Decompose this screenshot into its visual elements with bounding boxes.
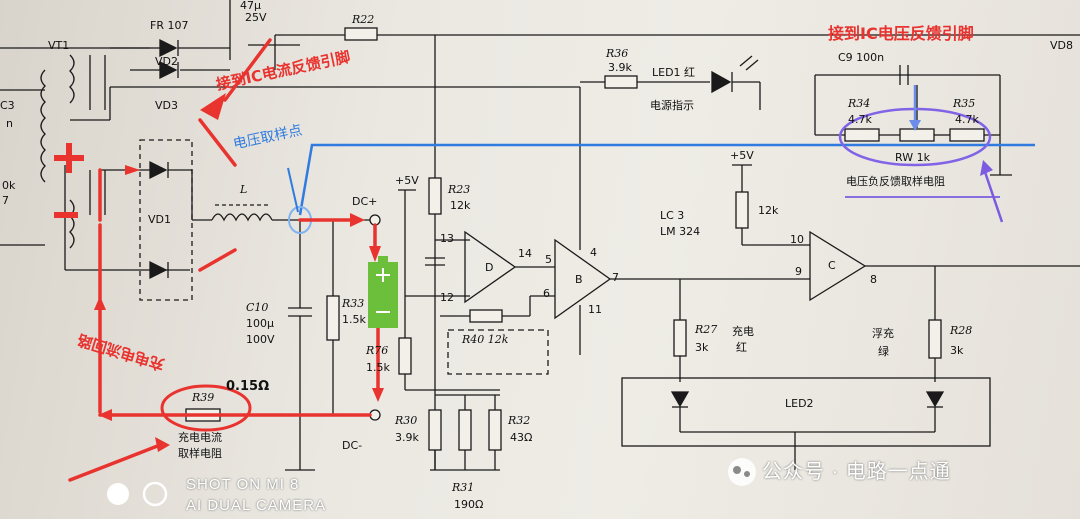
left-7-label: 7 [2,194,9,207]
pin-4: 4 [590,246,597,259]
feedback-resistor-label: 电压负反馈取样电阻 [846,175,945,188]
plus5v-label-a: +5V [395,174,419,187]
float-color-label: 绿 [878,345,889,358]
r28-value: 3k [950,344,964,357]
vd3-label: VD3 [155,99,178,112]
inductor-label: L [240,183,248,196]
r32-label: R32 [508,414,531,427]
amp-c-label: C [828,259,836,272]
power-indicator-label: 电源指示 [650,99,694,112]
vd1-label: VD1 [148,213,171,226]
charge-label: 充电 [732,325,754,338]
vd2-label: VD2 [155,55,178,68]
amp-b-label: B [575,273,583,286]
r36-value: 3.9k [608,61,632,74]
vt1-label: VT1 [48,39,70,52]
watermark-camera: AI DUAL CAMERA [186,497,327,514]
r30-label: R30 [395,414,418,427]
float-label: 浮充 [872,327,894,340]
pin-7: 7 [612,271,619,284]
dc-minus-label: DC- [342,439,363,452]
r-12k-label: 12k [758,204,779,217]
c10-voltage: 100V [246,333,275,346]
r40-label: R40 12k [462,333,509,346]
pin-6: 6 [543,287,550,300]
r76-label: R76 [366,344,389,357]
r33-label: R33 [342,297,365,310]
sense-resistor-line1: 充电电流 [178,431,222,444]
amp-d-label: D [485,261,494,274]
c10-value: 100μ [246,317,274,330]
r30-value: 3.9k [395,431,419,444]
r32-value: 43Ω [510,431,533,444]
left-k-label: 0k [2,179,16,192]
cap-top-value: 47μ [240,0,261,12]
r35-value: 4.7k [955,113,979,126]
r27-label: R27 [695,323,718,336]
c3-label: C3 [0,99,15,112]
watermark-shot-on: SHOT ON MI 8 [186,476,300,493]
r22-label: R22 [352,13,375,26]
pin-14: 14 [518,247,532,260]
r31-value: 190Ω [454,498,484,511]
sense-resistor-line2: 取样电阻 [178,447,222,460]
pin-13: 13 [440,232,454,245]
c10-label: C10 [246,301,269,314]
r31-label: R31 [452,481,475,494]
r76-value: 1.5k [366,361,390,374]
watermark-account: 公众号 · 电路一点通 [762,461,951,483]
c9-label: C9 100n [838,51,885,64]
r35-label: R35 [953,97,976,110]
dc-plus-label: DC+ [352,195,378,208]
cap-top-voltage: 25V [245,11,267,24]
pin-5: 5 [545,253,552,266]
charge-color-label: 红 [736,341,747,354]
r23-label: R23 [448,183,471,196]
r39-label: R39 [192,391,215,404]
pin-9: 9 [795,265,802,278]
r39-value: 0.15Ω [226,379,270,394]
pin-10: 10 [790,233,804,246]
led2-label: LED2 [785,397,814,410]
plus5v-label-b: +5V [730,149,754,162]
led1-label: LED1 红 [652,66,696,79]
r27-value: 3k [695,341,709,354]
fr107-label: FR 107 [150,19,189,32]
c3-value: n [6,117,13,130]
rw-label: RW 1k [895,151,930,164]
lm324-label: LM 324 [660,225,701,238]
r28-label: R28 [950,324,973,337]
lc3-label: LC 3 [660,209,685,222]
r23-value: 12k [450,199,471,212]
pin-11: 11 [588,303,602,316]
r34-value: 4.7k [848,113,872,126]
vd8-label: VD8 [1050,39,1073,52]
pin-12: 12 [440,291,454,304]
r36-label: R36 [606,47,629,60]
r34-label: R34 [848,97,871,110]
pin-8: 8 [870,273,877,286]
r33-value: 1.5k [342,313,366,326]
ic-voltage-feedback-note: 接到IC电压反馈引脚 [828,24,974,43]
